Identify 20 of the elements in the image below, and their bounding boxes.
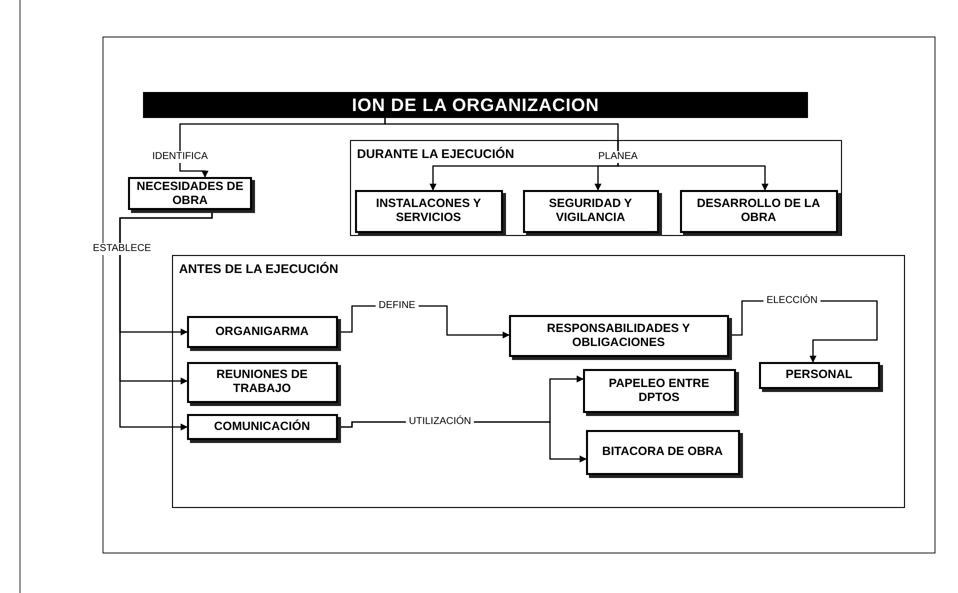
box-label: COMUNICACIÓN — [213, 420, 311, 434]
box-label: SEGURIDAD Y VIGILANCIA — [548, 197, 634, 225]
group-heading: DURANTE LA EJECUCIÓN — [357, 147, 514, 161]
connector-arrow — [119, 210, 213, 430]
box-label: NECESIDADES DE OBRA — [136, 180, 244, 208]
box-label: PAPELEO ENTRE DPTOS — [608, 376, 710, 404]
box-label: PERSONAL — [784, 368, 854, 382]
title-text: ION DE LA ORGANIZACION — [352, 94, 600, 116]
group-heading: ANTES DE LA EJECUCIÓN — [179, 262, 338, 276]
group-panel — [350, 140, 842, 236]
box-label: BITACORA DE OBRA — [601, 445, 724, 459]
box-label: INSTALACONES Y SERVICIOS — [375, 197, 482, 225]
box-label: DESARROLLO DE LA OBRA — [696, 197, 822, 225]
group-panel — [172, 255, 905, 508]
connector-arrow — [617, 140, 768, 191]
title-bar — [143, 92, 808, 118]
process-box — [128, 177, 252, 210]
box-label: ORGANIGARMA — [214, 324, 310, 338]
box-label: REUNIONES DE TRABAJO — [215, 368, 309, 396]
box-label: RESPONSABILIDADES Y OBLIGACIONES — [546, 322, 692, 350]
